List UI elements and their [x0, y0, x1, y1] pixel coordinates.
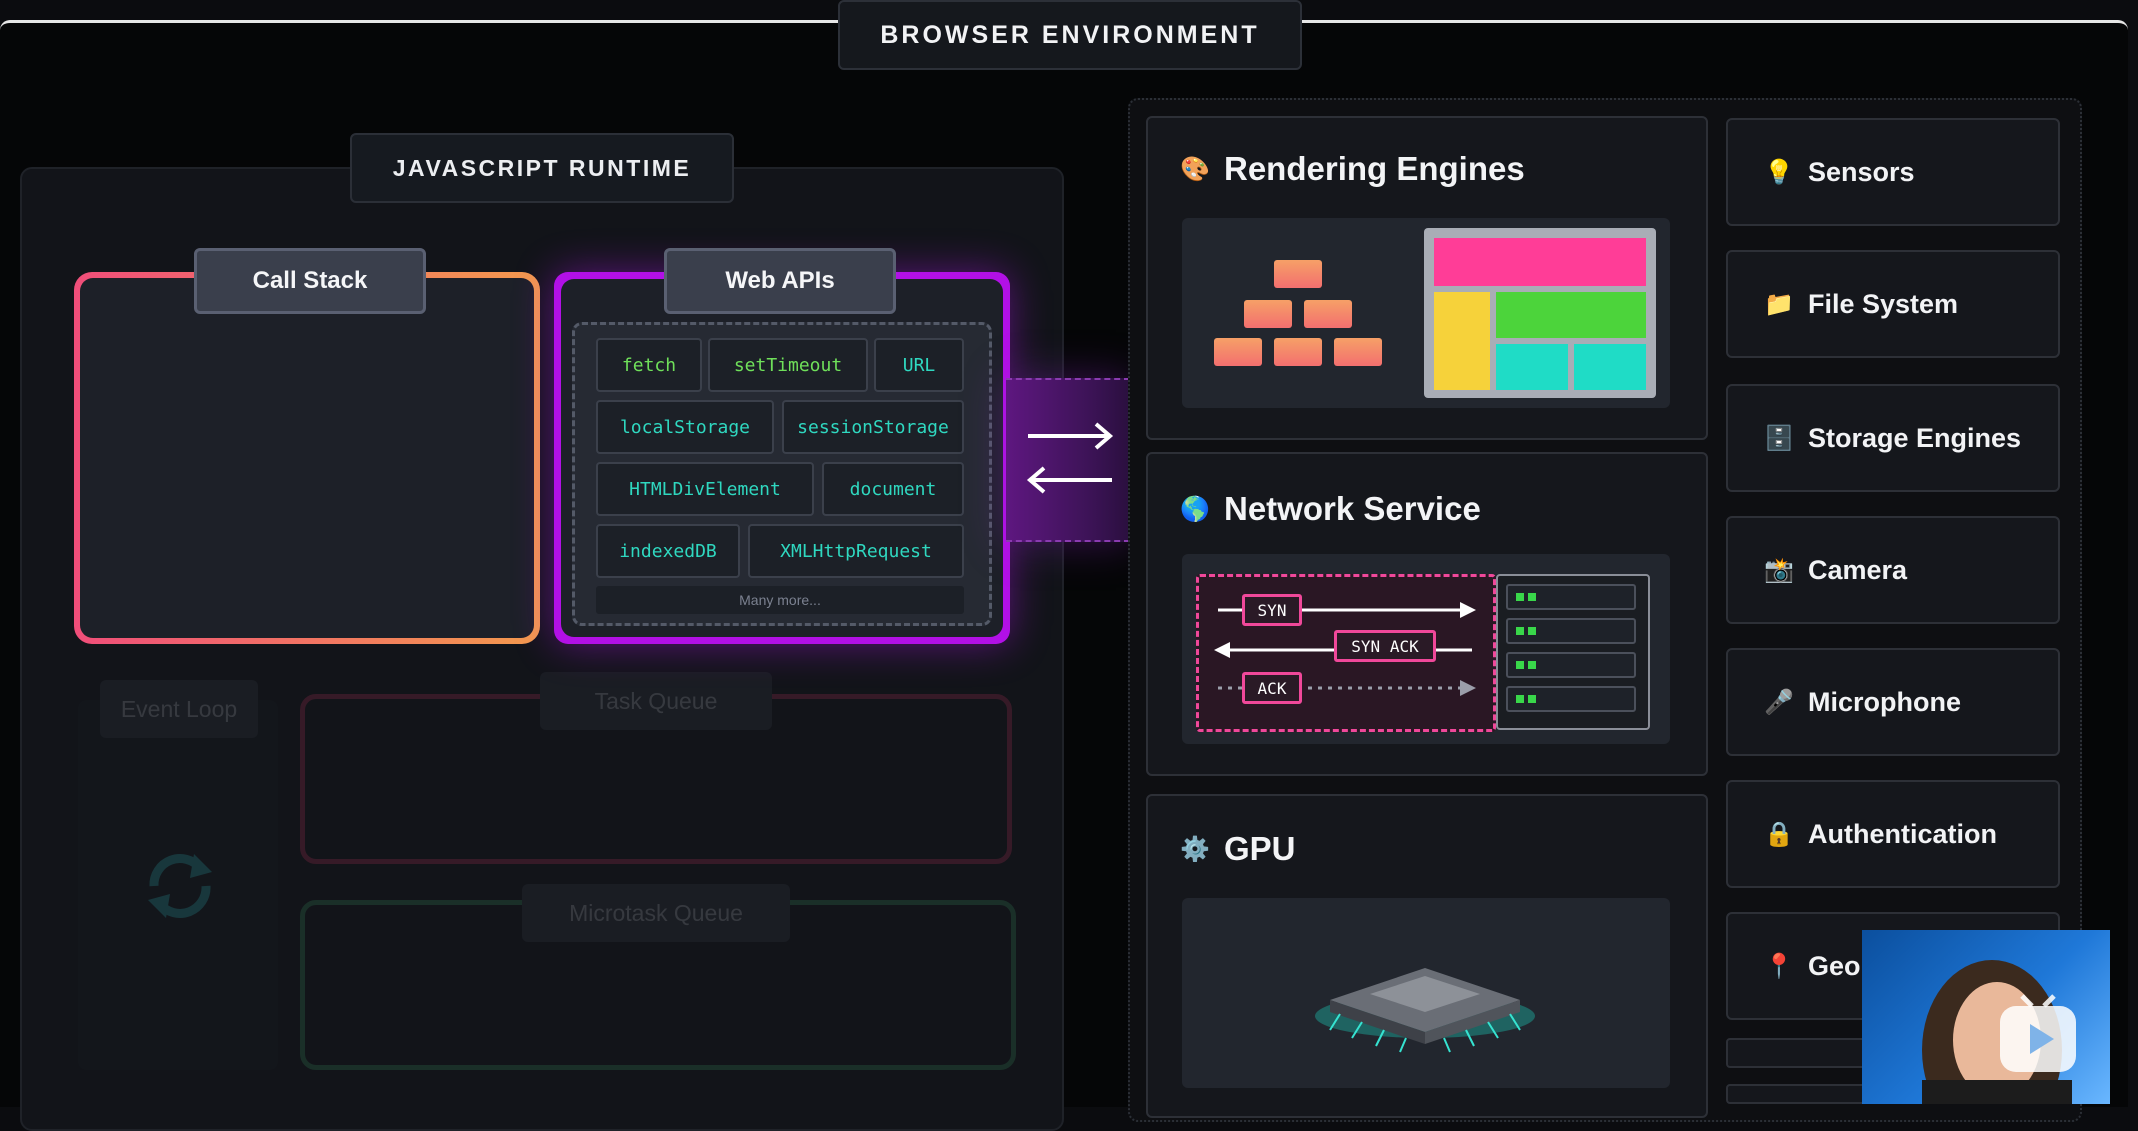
rendering-engines-title: Rendering Engines [1224, 150, 1525, 187]
file-cabinet-icon: 🗄️ [1764, 424, 1794, 452]
brick-shape [1244, 300, 1292, 328]
api-sessionstorage: sessionStorage [782, 400, 964, 454]
layout-grid-illustration [1424, 228, 1656, 398]
brick-shape [1334, 338, 1382, 366]
event-loop-label: Event Loop [100, 680, 258, 738]
chip-icon [1315, 968, 1535, 1053]
loop-icon [148, 854, 212, 918]
lightbulb-icon: 💡 [1764, 158, 1794, 186]
sidebar-item-label: Storage Engines [1808, 422, 2022, 453]
brick-shape [1304, 300, 1352, 328]
camera-icon: 📸 [1764, 556, 1794, 584]
video-play-logo-icon [2000, 994, 2076, 1072]
sidebar-item-storage-engines: 🗄️ Storage Engines [1726, 384, 2060, 492]
palette-icon: 🎨 [1180, 155, 1210, 183]
syn-ack-tag: SYN ACK [1334, 630, 1436, 662]
sidebar-item-label: File System [1808, 288, 1959, 319]
task-queue-label: Task Queue [540, 672, 772, 730]
api-bridge [1006, 378, 1130, 542]
task-queue-box [300, 694, 1012, 864]
api-fetch: fetch [596, 338, 702, 392]
bidirectional-arrows-icon [1026, 422, 1114, 494]
api-indexeddb: indexedDB [596, 524, 740, 578]
javascript-runtime-title: JAVASCRIPT RUNTIME [350, 133, 734, 203]
call-stack-label: Call Stack [194, 248, 426, 314]
microphone-icon: 🎤 [1764, 688, 1794, 716]
many-more-label: Many more... [596, 586, 964, 614]
api-localstorage: localStorage [596, 400, 774, 454]
sidebar-item-sensors: 💡 Sensors [1726, 118, 2060, 226]
ack-tag: ACK [1242, 672, 1302, 704]
presenter-video-overlay [1862, 930, 2110, 1104]
syn-tag: SYN [1242, 594, 1302, 626]
event-loop-column [78, 700, 278, 1070]
sidebar-item-label: Sensors [1808, 156, 1915, 187]
call-stack-box [74, 272, 540, 644]
api-xmlhttprequest: XMLHttpRequest [748, 524, 964, 578]
browser-environment-title: BROWSER ENVIRONMENT [838, 0, 1302, 70]
api-url: URL [874, 338, 964, 392]
microtask-queue-label: Microtask Queue [522, 884, 790, 942]
sidebar-item-label: Camera [1808, 554, 1908, 585]
api-htmldivelement: HTMLDivElement [596, 462, 814, 516]
sidebar-item-label: Microphone [1808, 686, 1961, 717]
folder-icon: 📁 [1764, 290, 1794, 318]
sidebar-item-label: Authentication [1808, 818, 1997, 849]
sidebar-item-label: Geol [1808, 950, 1869, 981]
brick-shape [1274, 260, 1322, 288]
sidebar-item-camera: 📸 Camera [1726, 516, 2060, 624]
pin-icon: 📍 [1764, 952, 1794, 980]
gear-icon: ⚙️ [1180, 835, 1210, 863]
gpu-title: GPU [1224, 830, 1296, 867]
brick-shape [1214, 338, 1262, 366]
web-apis-label: Web APIs [664, 248, 896, 314]
api-settimeout: setTimeout [708, 338, 868, 392]
globe-icon: 🌎 [1180, 495, 1210, 523]
api-document: document [822, 462, 964, 516]
sidebar-item-file-system: 📁 File System [1726, 250, 2060, 358]
sidebar-item-microphone: 🎤 Microphone [1726, 648, 2060, 756]
lock-icon: 🔒 [1764, 820, 1794, 848]
network-service-title: Network Service [1224, 490, 1481, 527]
sidebar-item-authentication: 🔒 Authentication [1726, 780, 2060, 888]
brick-shape [1274, 338, 1322, 366]
microtask-queue-box [300, 900, 1016, 1070]
